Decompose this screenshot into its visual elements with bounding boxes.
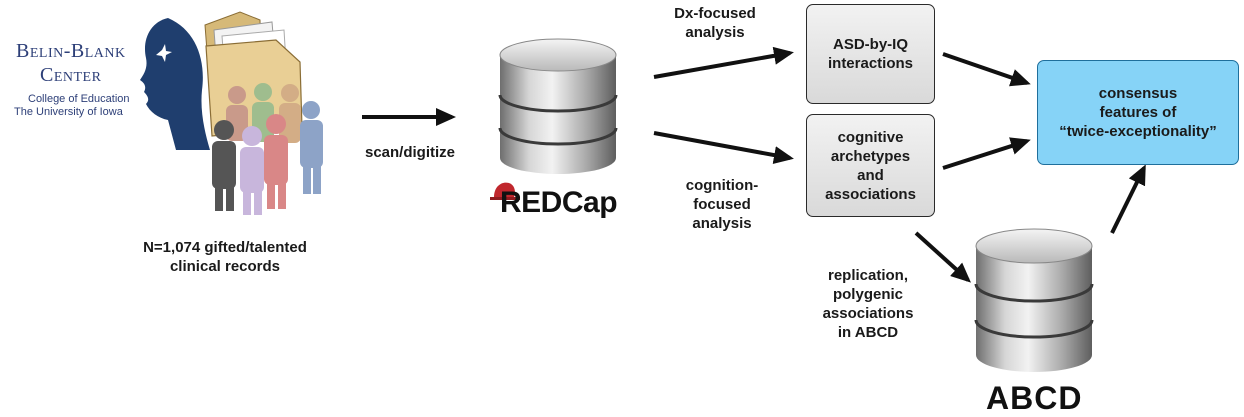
- database-icon: [974, 228, 1094, 372]
- abcd-label: ABCD: [986, 380, 1083, 416]
- arrow-replication: [914, 231, 971, 283]
- logo-subtitle-line2: The University of Iowa: [14, 106, 123, 118]
- cognitive-archetypes-box: cognitive archetypes and associations: [806, 114, 935, 217]
- records-label: N=1,074 gifted/talented clinical records: [143, 239, 307, 275]
- logo-title-line2: Center: [40, 64, 102, 86]
- redcap-hat-icon: [490, 182, 520, 200]
- asd-by-iq-box: ASD-by-IQ interactions: [806, 4, 935, 104]
- scan-label: scan/digitize: [364, 144, 456, 161]
- replication-label: replication, polygenic associations in A…: [822, 267, 914, 341]
- people-icon: [212, 83, 323, 215]
- arrow-cognition: [653, 131, 794, 164]
- consensus-box: consensus features of “twice-exceptional…: [1037, 60, 1239, 165]
- logo-subtitle-line1: College of Education: [28, 93, 130, 105]
- arrow-abcd-consensus: [1110, 164, 1146, 234]
- arrows: [362, 46, 1146, 283]
- database-icon: [498, 38, 618, 174]
- arrow-cognitive-consensus: [942, 137, 1031, 170]
- silhouette-icon: [140, 18, 210, 150]
- arrow-asd-consensus: [942, 52, 1031, 87]
- cognition-focused-label: cognition- focused analysis: [685, 177, 759, 232]
- arrow-dx: [653, 46, 794, 79]
- dx-focused-label: Dx-focused analysis: [674, 5, 756, 41]
- redcap-label: REDCap: [500, 186, 618, 219]
- logo-title-line1: Belin-Blank: [16, 40, 126, 62]
